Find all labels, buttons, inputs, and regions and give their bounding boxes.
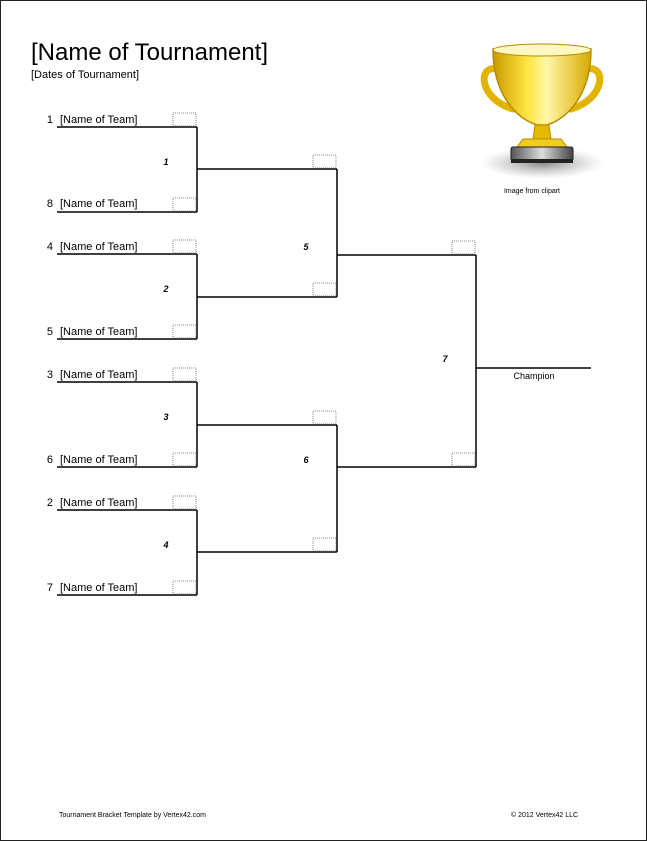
footer-right: © 2012 Vertex42 LLC: [511, 812, 579, 819]
game-number: 3: [163, 412, 169, 422]
team-name[interactable]: [Name of Team]: [60, 198, 138, 210]
seed-number: 2: [46, 497, 53, 509]
score-box[interactable]: [312, 154, 337, 169]
score-box[interactable]: [172, 367, 197, 382]
game-number: 2: [163, 284, 169, 294]
tournament-title[interactable]: [Name of Tournament]: [31, 39, 269, 66]
score-box[interactable]: [172, 324, 197, 339]
score-box[interactable]: [312, 537, 337, 552]
score-box[interactable]: [451, 452, 476, 467]
footer-left[interactable]: Tournament Bracket Template by Vertex42.…: [59, 812, 206, 819]
tournament-dates[interactable]: [Dates of Tournament]: [31, 69, 140, 81]
game-number: 6: [303, 455, 309, 465]
team-name[interactable]: [Name of Team]: [60, 241, 138, 253]
score-box[interactable]: [172, 495, 197, 510]
game-number: 1: [163, 157, 169, 167]
score-box[interactable]: [451, 240, 476, 255]
score-box[interactable]: [172, 580, 197, 595]
seed-number: 7: [46, 582, 53, 594]
seed-number: 5: [46, 326, 53, 338]
seed-number: 8: [46, 198, 53, 210]
game-number: 7: [442, 354, 448, 364]
seed-number: 4: [46, 241, 53, 253]
team-name[interactable]: [Name of Team]: [60, 326, 138, 338]
team-name[interactable]: [Name of Team]: [60, 454, 138, 466]
score-box[interactable]: [312, 410, 337, 425]
team-name[interactable]: [Name of Team]: [60, 369, 138, 381]
team-name[interactable]: [Name of Team]: [60, 497, 138, 509]
score-box[interactable]: [312, 282, 337, 297]
champion-label: Champion: [513, 371, 555, 381]
score-box[interactable]: [172, 452, 197, 467]
image-credit: Image from clipart: [503, 188, 561, 195]
seed-number: 3: [46, 369, 53, 381]
game-number: 4: [163, 540, 169, 550]
seed-number: 1: [46, 114, 53, 126]
score-box[interactable]: [172, 239, 197, 254]
seed-number: 6: [46, 454, 53, 466]
score-box[interactable]: [172, 197, 197, 212]
game-number: 5: [303, 242, 309, 252]
team-name[interactable]: [Name of Team]: [60, 582, 138, 594]
trophy-icon: [480, 43, 604, 179]
score-box[interactable]: [172, 112, 197, 127]
team-name[interactable]: [Name of Team]: [60, 114, 138, 126]
